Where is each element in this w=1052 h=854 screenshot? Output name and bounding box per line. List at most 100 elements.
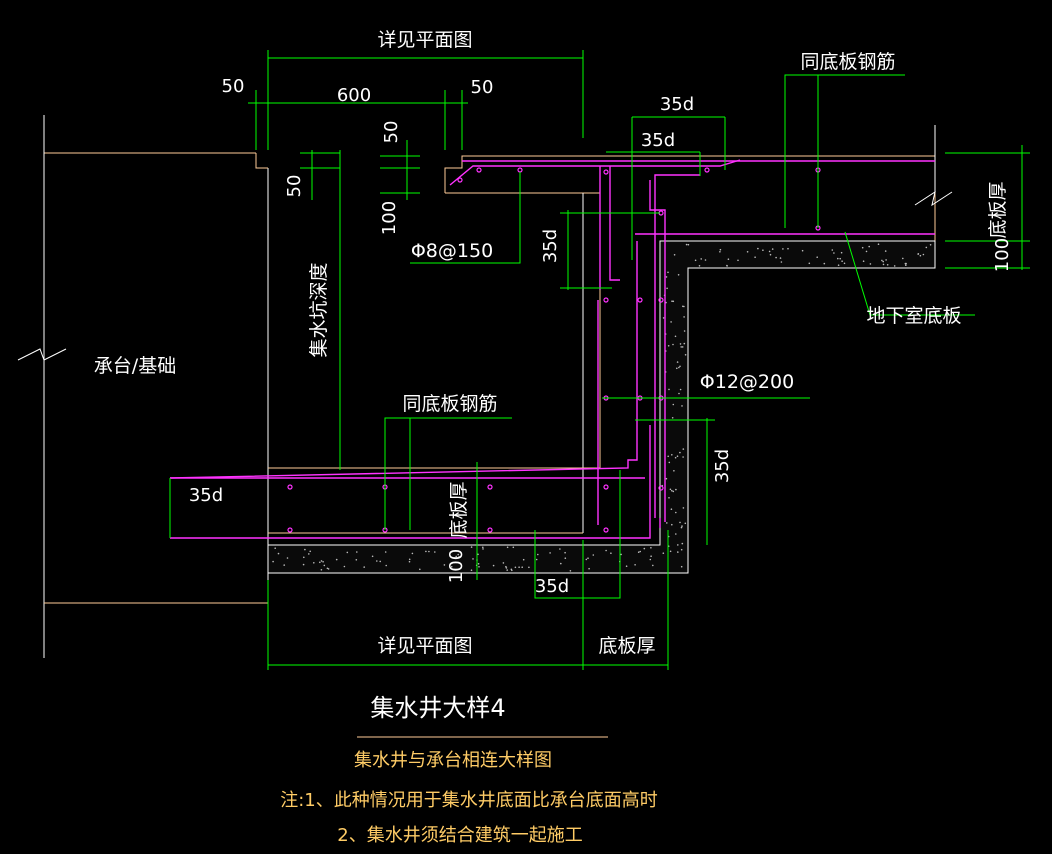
label-dim-100-vert: 100 bbox=[379, 201, 400, 235]
hatch-dot bbox=[746, 251, 749, 253]
hatch-dot bbox=[564, 557, 567, 559]
hatch-dot bbox=[676, 367, 678, 370]
hatch-dot bbox=[779, 257, 782, 259]
hatch-dot bbox=[929, 244, 932, 246]
hatch-dot bbox=[610, 552, 612, 554]
hatch-dot bbox=[672, 490, 675, 493]
hatch-dot bbox=[521, 566, 523, 568]
hatch-dot bbox=[837, 264, 840, 267]
hatch-dot bbox=[662, 552, 665, 554]
hatch-dot bbox=[823, 262, 826, 265]
hatch-dot bbox=[681, 405, 683, 407]
hatch-dot bbox=[683, 330, 686, 332]
hatch-dot bbox=[274, 547, 277, 549]
hatch-dot bbox=[840, 251, 843, 254]
label-see-plan-bottom: 详见平面图 bbox=[377, 635, 472, 657]
label-35d-mid: 35d bbox=[540, 229, 561, 263]
hatch-dot bbox=[457, 553, 460, 556]
label-dim-50-side: 50 bbox=[284, 175, 305, 198]
label-cap-foundation: 承台/基础 bbox=[94, 355, 176, 377]
hatch-dot bbox=[662, 317, 665, 319]
hatch-dot bbox=[671, 300, 673, 303]
hatch-dot bbox=[482, 548, 484, 550]
hatch-dot bbox=[666, 287, 668, 290]
hatch-dot bbox=[458, 556, 460, 558]
hatch-dot bbox=[671, 454, 673, 456]
hatch-dot bbox=[919, 254, 922, 257]
hatch-dot bbox=[801, 249, 804, 252]
hatch-dot bbox=[893, 265, 896, 267]
hatch-dot bbox=[677, 274, 680, 276]
hatch-dot bbox=[683, 305, 685, 308]
hatch-dot bbox=[775, 256, 777, 259]
label-35d-bottom: 35d bbox=[535, 576, 569, 597]
hatch-dot bbox=[511, 569, 513, 572]
hatch-dot bbox=[428, 550, 430, 553]
label-pit-depth: 集水坑深度 bbox=[308, 262, 330, 357]
hatch-dot bbox=[678, 392, 680, 395]
hatch-dot bbox=[522, 558, 525, 561]
hatch-dot bbox=[676, 455, 679, 458]
hatch-dot bbox=[585, 558, 588, 561]
hatch-dot bbox=[677, 551, 679, 553]
hatch-dot bbox=[681, 346, 684, 348]
hatch-dot bbox=[587, 557, 589, 559]
hatch-dot bbox=[727, 258, 730, 261]
hatch-dot bbox=[346, 551, 349, 554]
hatch-dot bbox=[649, 558, 652, 561]
hatch-dot bbox=[506, 569, 509, 571]
hatch-dot bbox=[683, 342, 686, 345]
label-rebar-phi12: Φ12@200 bbox=[700, 371, 794, 393]
hatch-dot bbox=[667, 455, 669, 458]
hatch-dot bbox=[768, 250, 771, 253]
label-same-rebar-top: 同底板钢筋 bbox=[800, 51, 895, 73]
hatch-dot bbox=[671, 523, 673, 526]
hatch-dot bbox=[512, 546, 515, 549]
hatch-dot bbox=[687, 243, 690, 246]
hatch-dot bbox=[482, 546, 484, 549]
hatch-dot bbox=[704, 259, 707, 261]
hatch-dot bbox=[670, 321, 672, 323]
hatch-dot bbox=[326, 567, 329, 570]
hatch-dot bbox=[679, 365, 681, 368]
hatch-dot bbox=[726, 264, 728, 267]
hatch-dot bbox=[455, 555, 458, 558]
hatch-dot bbox=[787, 247, 789, 250]
hatch-dot bbox=[671, 489, 673, 492]
hatch-dot bbox=[861, 246, 864, 249]
drawing-labels: 详见平面图 50 600 50 50 50 100 35d 35d 同底板钢筋 … bbox=[94, 29, 1013, 657]
hatch-dot bbox=[684, 354, 687, 356]
hatch-dot bbox=[865, 250, 868, 253]
hatch-dot bbox=[882, 260, 884, 263]
dimension-lines bbox=[169, 50, 1030, 670]
hatch-dot bbox=[335, 558, 338, 561]
hatch-dot bbox=[667, 271, 669, 274]
hatch-dot bbox=[478, 566, 480, 568]
hatch-dot bbox=[676, 361, 679, 363]
rebar-lines bbox=[169, 159, 935, 539]
hatch-dot bbox=[679, 343, 682, 345]
hatch-dot bbox=[668, 461, 671, 464]
hatch-dot bbox=[309, 550, 312, 553]
label-same-rebar-mid: 同底板钢筋 bbox=[402, 393, 497, 415]
hatch-dot bbox=[698, 265, 701, 267]
label-dim-50-vert: 50 bbox=[381, 121, 402, 144]
hatch-dot bbox=[356, 551, 358, 553]
hatch-dot bbox=[477, 553, 479, 556]
hatch-dot bbox=[560, 562, 562, 565]
hatch-dot bbox=[782, 248, 784, 250]
hatch-dot bbox=[472, 558, 474, 560]
hatch-dot bbox=[443, 564, 446, 566]
hatch-dot bbox=[343, 565, 346, 568]
hatch-dot bbox=[675, 488, 677, 491]
hatch-dot bbox=[670, 508, 673, 511]
hatch-dot bbox=[816, 256, 818, 259]
label-slab-thickness-mid: 底板厚 bbox=[448, 481, 470, 538]
label-dim-600: 600 bbox=[337, 85, 371, 106]
hatch-dot bbox=[564, 551, 566, 554]
hatch-dot bbox=[675, 533, 677, 535]
hatch-dot bbox=[385, 564, 388, 567]
hatch-dot bbox=[327, 568, 330, 570]
hatch-dot bbox=[592, 554, 595, 556]
hatch-dot bbox=[355, 559, 358, 561]
